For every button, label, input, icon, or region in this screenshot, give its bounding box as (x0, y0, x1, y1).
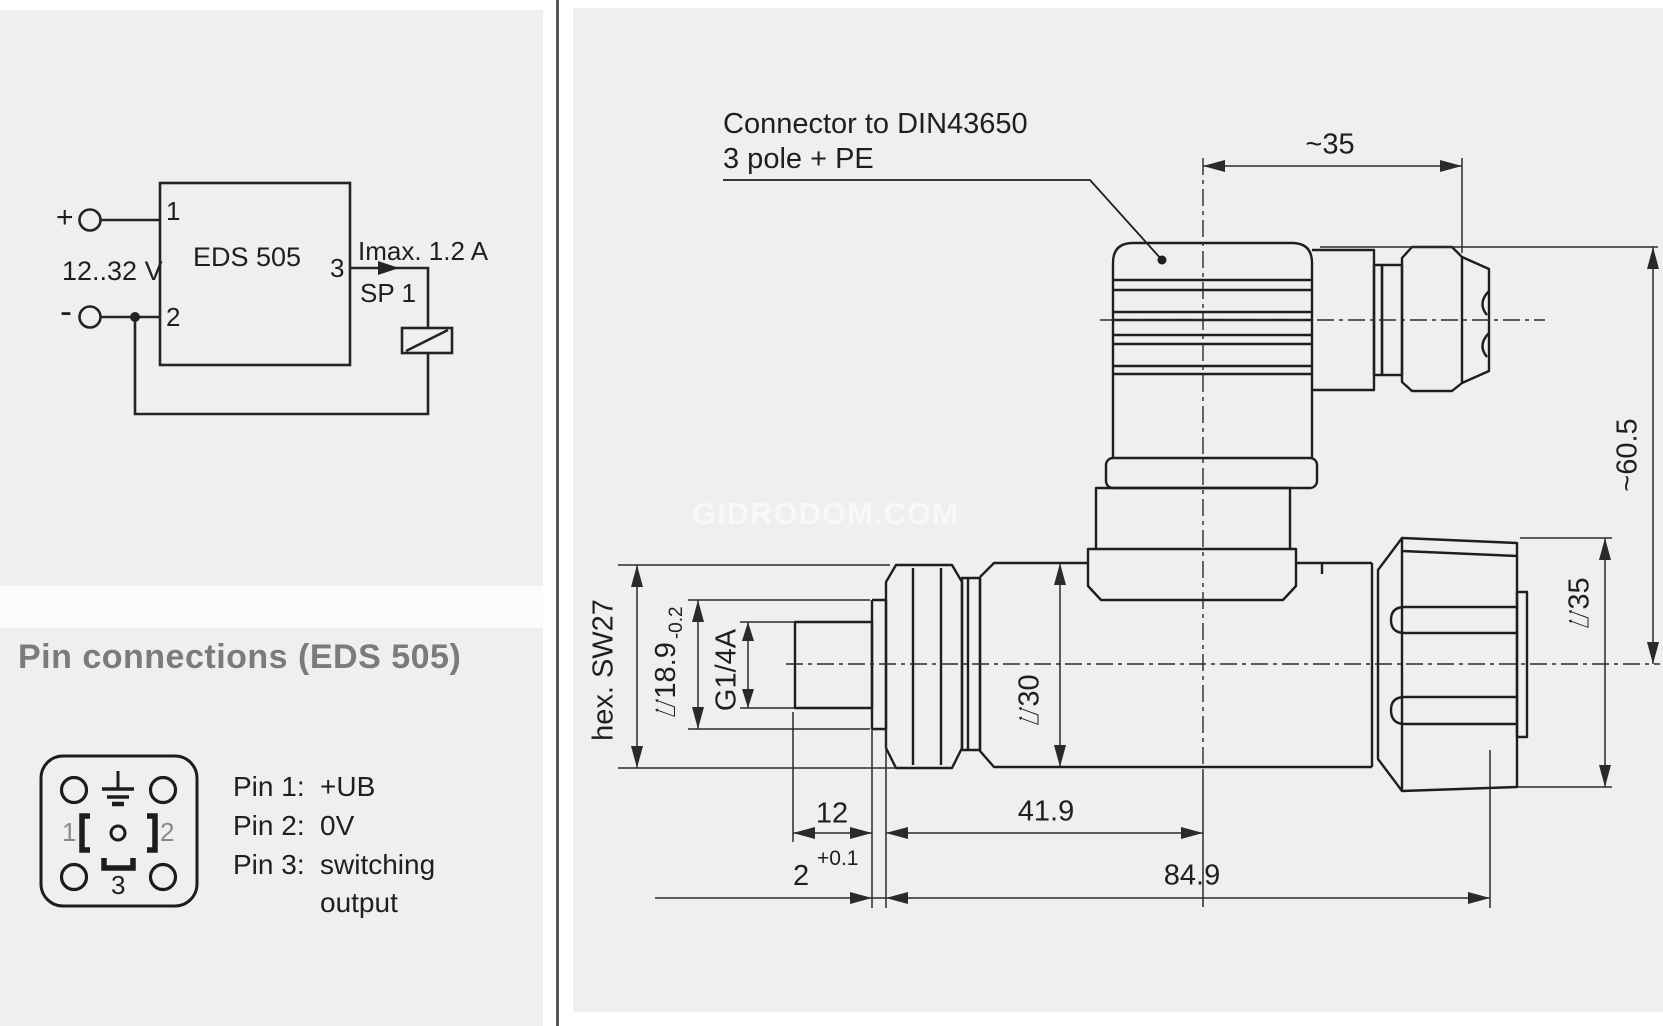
circuit-pin3-label: 3 (330, 253, 345, 283)
voltage-range-label: 12..32 V (62, 256, 163, 286)
pin-row-label: Pin 2: (233, 810, 305, 841)
circuit-pin1-label: 1 (166, 196, 181, 226)
pin-row-value: switching (320, 849, 436, 880)
dim-total-length: 84.9 (1163, 859, 1221, 892)
circuit-pin2-label: 2 (166, 302, 181, 332)
dim-thread-length: 12 (815, 797, 849, 830)
eds-box-label: EDS 505 (193, 242, 302, 272)
supply-plus-label: + (56, 201, 74, 234)
pin-row-label: Pin 1: (233, 771, 305, 802)
dim-overall-height: ~60.5 (1611, 418, 1644, 492)
pin-row-value2: output (320, 887, 398, 918)
face-pin2-label: 2 (160, 817, 175, 847)
face-pin3-label: 3 (111, 870, 126, 900)
watermark-text: GIDRODOM.COM (692, 496, 959, 531)
face-pin1-label: 1 (62, 817, 77, 847)
dim-length-to-axis: 41.9 (1017, 795, 1075, 828)
dim-port-diameter-value: ⌰18.9 (650, 642, 682, 718)
connector-note-line1: Connector to DIN43650 (723, 108, 1028, 140)
connector-note-line2: 3 pole + PE (723, 143, 874, 175)
imax-label: Imax. 1.2 A (358, 236, 489, 266)
dim-thread-spec: G1/4A (710, 628, 743, 712)
left-panel-separator-band (0, 586, 543, 628)
pin-section-heading: Pin connections (EDS 505) (18, 638, 462, 676)
dim-seal-height: 2 (793, 860, 810, 892)
dim-seal-tolerance: +0.1 (817, 847, 859, 870)
pin-row-label: Pin 3: (233, 849, 305, 880)
dim-port-diameter: ⌰18.9-0.2 (650, 606, 687, 718)
pin-row-value: 0V (320, 810, 355, 841)
supply-minus-label: - (60, 290, 72, 331)
dim-width-top: ~35 (1305, 128, 1355, 161)
dim-cap-diameter: ⌰35 (1563, 577, 1596, 629)
dim-port-tolerance: -0.2 (666, 606, 687, 640)
setpoint-label: SP 1 (360, 278, 416, 308)
pin-row-value: +UB (320, 771, 376, 802)
dim-body-diameter: ⌰30 (1013, 674, 1046, 726)
dim-hex-size: hex. SW27 (587, 599, 620, 741)
panel-divider-line (556, 0, 559, 1026)
